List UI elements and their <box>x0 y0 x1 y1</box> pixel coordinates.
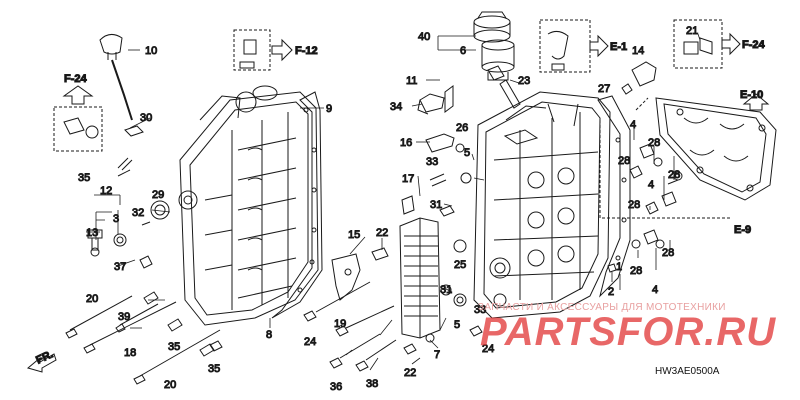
callout-13: 13 <box>86 227 98 239</box>
arrow-e10 <box>742 93 770 111</box>
reference-boxes <box>53 19 730 219</box>
callout-11: 11 <box>406 75 417 87</box>
callout-28-e: 28 <box>662 247 674 259</box>
front-label: FR. <box>34 348 55 366</box>
ref-box-f24-left <box>53 106 103 152</box>
callout-3: 3 <box>113 213 119 225</box>
callout-34: 34 <box>390 101 402 113</box>
ref-box-e1 <box>539 19 591 73</box>
callout-14: 14 <box>632 45 644 57</box>
oil-filter <box>473 11 515 81</box>
valve-cover-e10 <box>655 97 777 201</box>
ref-label-f12: F-12 <box>295 45 318 57</box>
callout-22-upper: 22 <box>376 227 388 239</box>
callout-12: 12 <box>100 185 112 197</box>
callout-2: 2 <box>608 286 614 298</box>
left-cylinder-head <box>178 85 319 326</box>
arrow-f12 <box>271 38 293 62</box>
leader-lines <box>86 33 701 371</box>
callout-37: 37 <box>114 261 126 273</box>
left-head-gasket <box>271 91 323 319</box>
reference-box-contents <box>63 30 713 139</box>
callout-35-mid: 35 <box>168 341 180 353</box>
callout-22-lower: 22 <box>404 367 416 379</box>
ref-label-e9: E-9 <box>734 224 751 236</box>
e9-leader <box>599 120 730 219</box>
callout-28-f: 28 <box>630 265 642 277</box>
ref-label-e10: E-10 <box>740 89 763 101</box>
callout-33-lower: 33 <box>474 304 486 316</box>
ref-box-f12 <box>233 29 271 71</box>
callout-40: 40 <box>418 31 430 43</box>
callout-28-a: 28 <box>618 155 630 167</box>
callout-labels: 10 9 30 35 12 3 29 32 13 37 20 39 18 35 … <box>78 25 699 394</box>
callout-32: 32 <box>132 207 144 219</box>
right-cylinder-head <box>473 91 611 319</box>
callout-15: 15 <box>348 229 360 241</box>
arrow-e1 <box>589 34 609 58</box>
callout-23: 23 <box>518 75 530 87</box>
callout-26: 26 <box>456 122 468 134</box>
dipstick <box>99 34 133 121</box>
callout-4-lower: 4 <box>652 284 658 296</box>
callout-21: 21 <box>686 25 698 37</box>
callout-5-lower: 5 <box>454 319 460 331</box>
callout-28-c: 28 <box>668 169 680 181</box>
callout-33-upper: 33 <box>426 156 438 168</box>
ref-label-e1: E-1 <box>610 41 627 53</box>
callout-31-upper: 31 <box>430 199 442 211</box>
reference-arrows <box>62 32 770 111</box>
callout-17: 17 <box>402 173 414 185</box>
callout-10: 10 <box>145 45 157 57</box>
callout-28-b: 28 <box>648 137 660 149</box>
callout-36: 36 <box>330 381 342 393</box>
callout-20-upper: 20 <box>86 293 98 305</box>
arrow-f24-left <box>62 85 94 105</box>
callout-8: 8 <box>266 329 272 341</box>
callout-18: 18 <box>124 347 136 359</box>
callout-19: 19 <box>334 318 346 330</box>
callout-35: 35 <box>78 172 90 184</box>
ref-label-f24-left: F-24 <box>64 73 88 85</box>
callout-24-left: 24 <box>304 336 316 348</box>
diagram-code: HW3AE0500A <box>655 366 720 377</box>
callout-28-d: 28 <box>628 199 640 211</box>
callout-38: 38 <box>366 378 378 390</box>
callout-7: 7 <box>434 349 440 361</box>
oil-cooler <box>399 217 441 343</box>
left-small-parts <box>65 125 223 385</box>
callout-9: 9 <box>326 103 332 115</box>
center-small-parts <box>303 65 521 372</box>
callout-5-upper: 5 <box>464 147 470 159</box>
callout-25: 25 <box>454 259 466 271</box>
callout-16: 16 <box>400 137 412 149</box>
callout-4-upper: 4 <box>630 119 636 131</box>
arrow-f24-right <box>721 32 741 56</box>
reference-labels: F-24 F-12 E-1 F-24 E-10 E-9 FR. <box>34 39 766 368</box>
callout-27: 27 <box>598 83 610 95</box>
callout-24-right: 24 <box>482 343 494 355</box>
ref-label-f24-right: F-24 <box>742 39 766 51</box>
front-arrow <box>26 353 57 373</box>
callout-29: 29 <box>152 189 164 201</box>
watermark-tagline: ЗАПЧАСТИ И АКСЕССУАРЫ ДЛЯ МОТОТЕХНИКИ <box>478 302 726 313</box>
callout-35-low: 35 <box>208 363 220 375</box>
bracket <box>331 253 361 301</box>
callout-1: 1 <box>616 261 622 273</box>
watermark-logo: PARTSFOR.RU <box>480 310 777 354</box>
callout-4-mid: 4 <box>648 179 654 191</box>
callout-6: 6 <box>460 45 466 57</box>
right-head-gasket <box>597 95 631 298</box>
callout-31-lower: 31 <box>440 284 452 296</box>
right-small-parts <box>607 61 683 273</box>
callout-30: 30 <box>140 112 152 124</box>
callout-39: 39 <box>118 311 130 323</box>
callout-20-lower: 20 <box>164 379 176 391</box>
